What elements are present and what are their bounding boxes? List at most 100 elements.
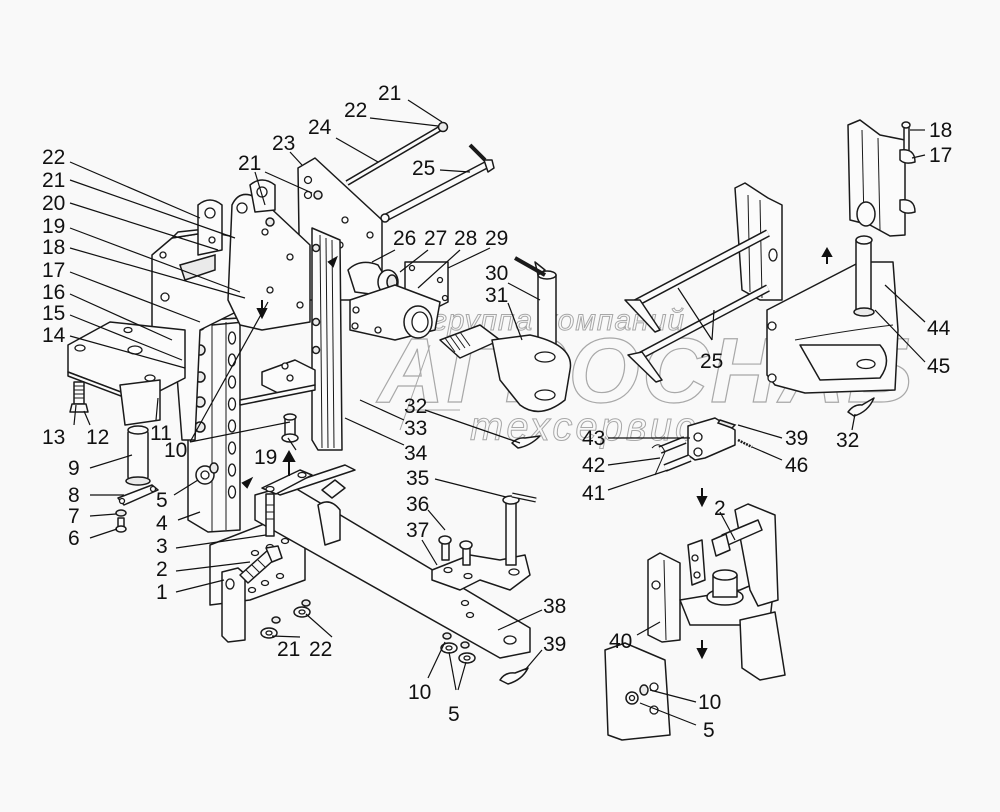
part-bracket-40 <box>647 503 786 681</box>
callout-25: 25 <box>700 350 723 373</box>
column-holes <box>227 331 237 499</box>
callout-19: 19 <box>42 215 65 238</box>
callout-38: 38 <box>543 595 566 618</box>
callout-17: 17 <box>42 259 65 282</box>
callout-20: 20 <box>42 192 65 215</box>
part-bolt-13 <box>69 381 89 413</box>
callout-12: 12 <box>86 426 109 449</box>
part-pins-41-42 <box>651 436 692 476</box>
part-lower-right-plate <box>604 642 671 741</box>
callout-25: 25 <box>412 157 435 180</box>
callout-35: 35 <box>406 467 429 490</box>
callout-14: 14 <box>42 324 66 347</box>
arrow-up-icon <box>821 246 833 264</box>
part-pin-25-upper <box>380 143 495 223</box>
callout-39: 39 <box>543 633 566 656</box>
callout-15: 15 <box>42 302 65 325</box>
part-bolt-2-right <box>711 519 763 557</box>
callout-44: 44 <box>927 317 951 340</box>
part-crank-3 <box>261 469 313 537</box>
part-clevis-block <box>687 417 737 461</box>
callout-33: 33 <box>404 417 427 440</box>
arrow-down-icon <box>696 640 708 660</box>
callout-30: 30 <box>485 262 508 285</box>
part-strap-8 <box>117 484 159 506</box>
part-bolt-2-left <box>239 545 283 584</box>
part-hitch-block <box>347 261 449 341</box>
part-cotter-32-right <box>847 397 875 417</box>
callout-37: 37 <box>406 519 429 542</box>
callout-21: 21 <box>238 152 261 175</box>
callout-5: 5 <box>703 719 715 742</box>
direction-arrows <box>241 246 833 660</box>
callout-28: 28 <box>454 227 477 250</box>
watermark-swoosh <box>399 344 460 431</box>
callout-17: 17 <box>929 144 952 167</box>
callout-21: 21 <box>277 638 300 661</box>
callout-5: 5 <box>156 489 168 512</box>
arrow-diagonal-icon <box>327 255 338 268</box>
callout-24: 24 <box>308 116 332 139</box>
part-pin-45 <box>853 201 876 317</box>
callout-18: 18 <box>929 119 952 142</box>
callout-4: 4 <box>156 512 168 535</box>
part-plate-main <box>227 179 311 331</box>
callout-42: 42 <box>582 454 605 477</box>
callout-13: 13 <box>42 426 65 449</box>
callout-31: 31 <box>485 284 508 307</box>
callout-39: 39 <box>785 427 808 450</box>
callout-10: 10 <box>408 681 431 704</box>
arrow-down-icon <box>696 488 708 508</box>
part-bolt-19-lower <box>281 413 299 443</box>
callout-22: 22 <box>344 99 367 122</box>
part-cross-plate <box>239 359 316 406</box>
callout-11: 11 <box>150 422 172 445</box>
callout-34: 34 <box>404 442 428 465</box>
callout-29: 29 <box>485 227 508 250</box>
part-bolts-36 <box>438 535 473 566</box>
part-pins-25-right <box>624 229 770 383</box>
callout-21: 21 <box>378 82 401 105</box>
part-bolt-6 <box>115 517 127 533</box>
part-nut-5-upper <box>195 462 219 485</box>
callout-45: 45 <box>927 355 950 378</box>
arrow-up-icon <box>282 449 296 476</box>
part-nuts-5-10-drawbar <box>440 632 476 664</box>
callout-7: 7 <box>68 505 80 528</box>
callout-18: 18 <box>42 236 65 259</box>
callout-41: 41 <box>582 482 605 505</box>
leader-lines <box>69 99 926 726</box>
callout-2: 2 <box>156 558 168 581</box>
part-drawbar-38 <box>254 464 531 659</box>
thread-lines <box>444 331 471 353</box>
callout-46: 46 <box>785 454 808 477</box>
callout-43: 43 <box>582 427 605 450</box>
callout-labels: 22 21 20 19 18 17 16 15 14 13 12 11 10 9… <box>42 82 952 742</box>
callout-22: 22 <box>309 638 332 661</box>
part-bolt-24 <box>345 121 449 186</box>
callout-27: 27 <box>424 227 447 250</box>
arrow-diagonal-icon <box>241 476 254 489</box>
callout-21: 21 <box>42 169 65 192</box>
callout-23: 23 <box>272 132 295 155</box>
part-nuts-21-22-lower <box>260 599 311 639</box>
watermark-line3: техсервис <box>470 405 698 449</box>
part-pin-18-17 <box>899 121 916 214</box>
callout-10: 10 <box>164 439 187 462</box>
part-spring-46 <box>737 438 753 449</box>
callout-26: 26 <box>393 227 416 250</box>
part-drawbar-eye-31 <box>439 324 572 413</box>
callout-8: 8 <box>68 484 80 507</box>
callout-36: 36 <box>406 493 429 516</box>
callout-32: 32 <box>404 395 427 418</box>
part-plate-14 <box>67 321 186 426</box>
part-rail <box>311 227 343 451</box>
part-washer-7 <box>115 509 127 517</box>
callout-19: 19 <box>254 446 277 469</box>
callout-2: 2 <box>714 497 726 520</box>
callout-6: 6 <box>68 527 80 550</box>
callout-40: 40 <box>609 630 632 653</box>
part-cotter-32-center <box>511 435 541 449</box>
callout-22: 22 <box>42 146 65 169</box>
